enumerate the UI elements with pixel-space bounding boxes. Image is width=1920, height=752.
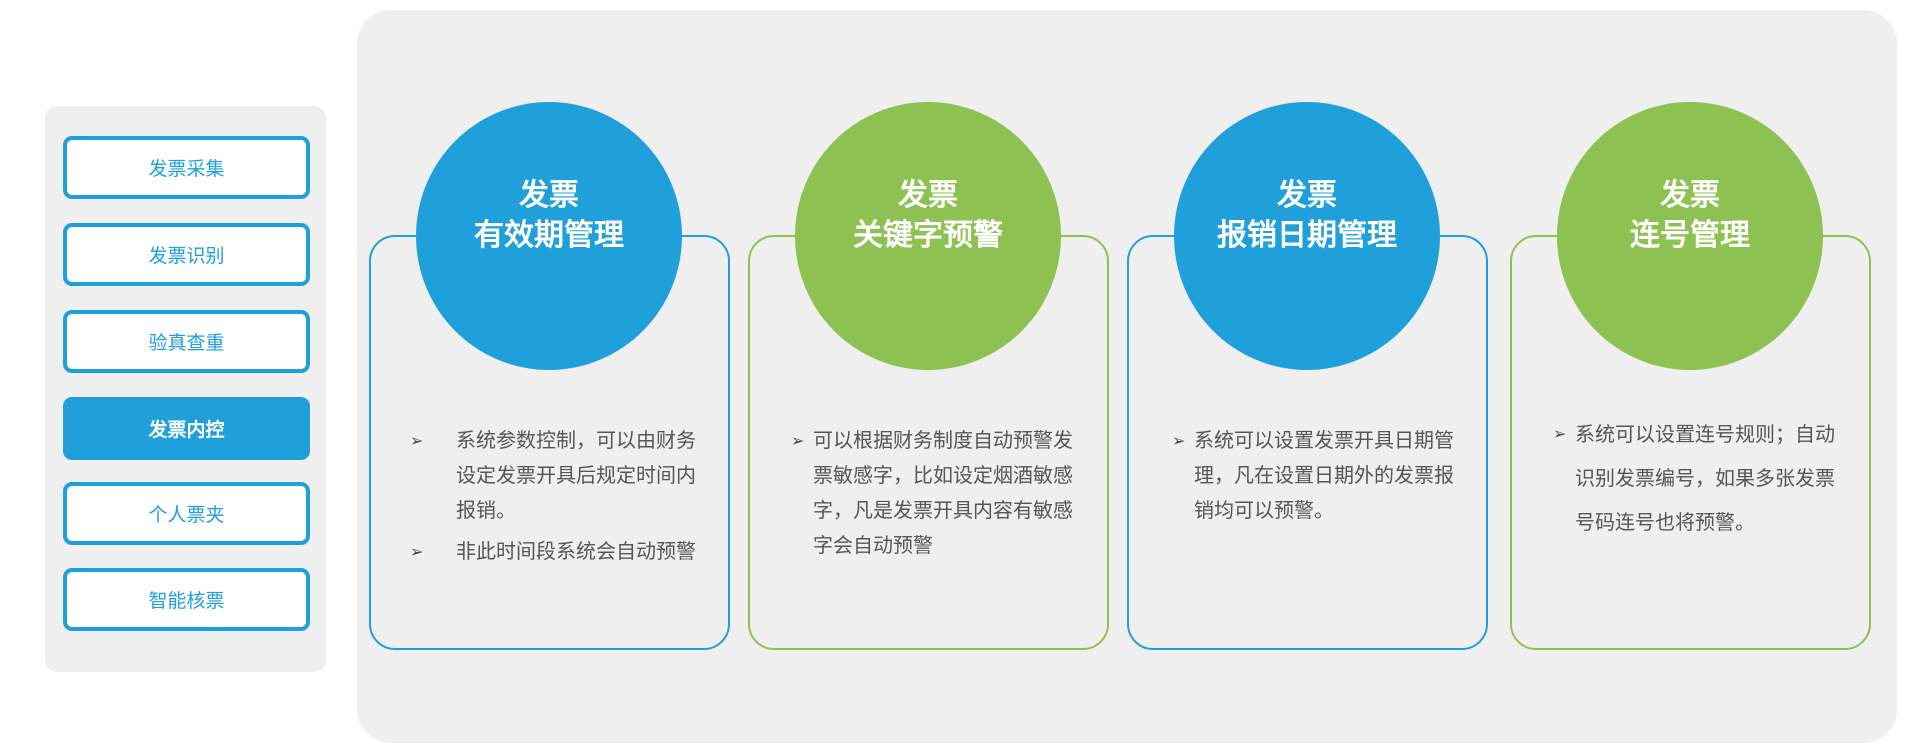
- card-body: ➢系统参数控制，可以由财务设定发票开具后规定时间内报销。 ➢非此时间段系统会自动…: [410, 423, 710, 569]
- arrowhead-bullet-icon: ➢: [791, 431, 805, 450]
- arrowhead-bullet-icon: ➢: [1172, 431, 1186, 450]
- circle-serial-number: 发票 连号管理: [1557, 102, 1823, 370]
- card-title-line1: 发票: [1277, 178, 1337, 213]
- card-title-line2: 关键字预警: [853, 218, 1003, 253]
- sidebar-item-invoice-recognition[interactable]: 发票识别: [63, 223, 310, 286]
- card-title-line1: 发票: [1660, 178, 1720, 213]
- circle-validity-management: 发票 有效期管理: [416, 102, 682, 370]
- card-title-line1: 发票: [519, 178, 579, 213]
- arrowhead-bullet-icon: ➢: [410, 542, 424, 561]
- sidebar-item-personal-folder[interactable]: 个人票夹: [63, 482, 310, 545]
- arrowhead-bullet-icon: ➢: [1553, 424, 1567, 443]
- sidebar-item-internal-control[interactable]: 发票内控: [63, 397, 310, 460]
- sidebar-item-verification[interactable]: 验真查重: [63, 310, 310, 373]
- circle-keyword-alert: 发票 关键字预警: [795, 102, 1061, 370]
- list-item: ➢系统可以设置发票开具日期管理，凡在设置日期外的发票报销均可以预警。: [1172, 423, 1462, 528]
- list-item: ➢非此时间段系统会自动预警: [410, 534, 710, 569]
- list-item: ➢系统可以设置连号规则；自动识别发票编号，如果多张发票号码连号也将预警。: [1553, 412, 1843, 544]
- arrowhead-bullet-icon: ➢: [410, 431, 424, 450]
- circle-reimbursement-date: 发票 报销日期管理: [1174, 102, 1440, 370]
- list-item: ➢系统参数控制，可以由财务设定发票开具后规定时间内报销。: [410, 423, 710, 528]
- card-title-line2: 有效期管理: [474, 218, 624, 253]
- card-title-line2: 报销日期管理: [1217, 218, 1397, 253]
- sidebar-item-smart-check[interactable]: 智能核票: [63, 568, 310, 631]
- sidebar-item-invoice-collection[interactable]: 发票采集: [63, 136, 310, 199]
- card-body: ➢系统可以设置发票开具日期管理，凡在设置日期外的发票报销均可以预警。: [1172, 423, 1462, 528]
- card-title-line1: 发票: [898, 178, 958, 213]
- list-item: ➢可以根据财务制度自动预警发票敏感字，比如设定烟酒敏感字，凡是发票开具内容有敏感…: [791, 423, 1081, 563]
- card-body: ➢可以根据财务制度自动预警发票敏感字，比如设定烟酒敏感字，凡是发票开具内容有敏感…: [791, 423, 1081, 563]
- card-title-line2: 连号管理: [1630, 218, 1750, 253]
- card-body: ➢系统可以设置连号规则；自动识别发票编号，如果多张发票号码连号也将预警。: [1553, 412, 1843, 544]
